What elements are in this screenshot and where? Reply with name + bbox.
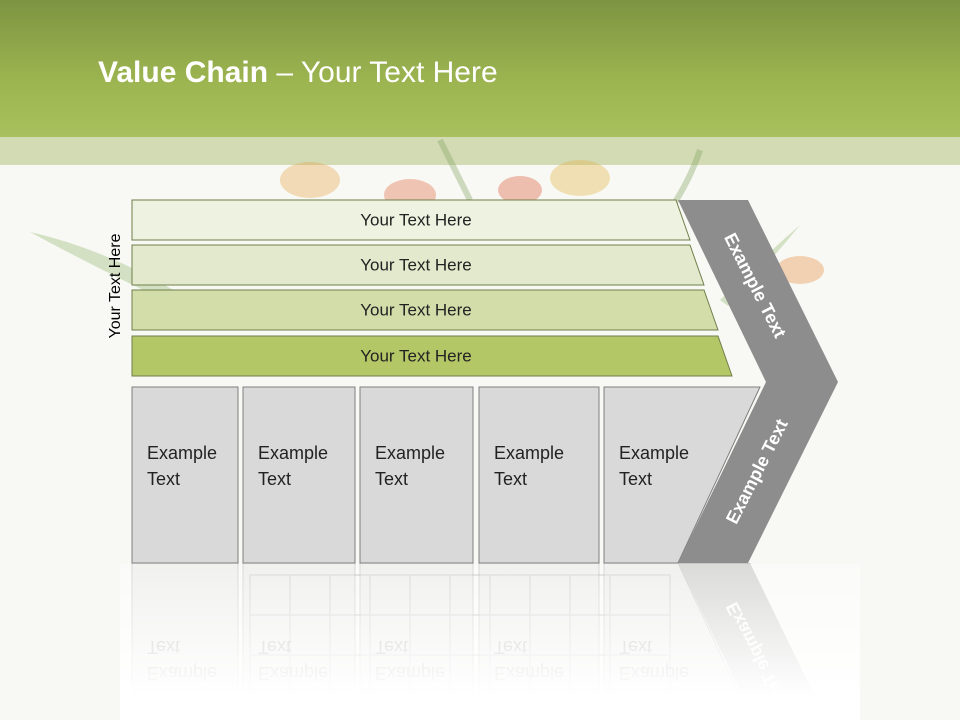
primary-box-line1: Example	[619, 443, 689, 463]
primary-box-line2: Text	[375, 469, 408, 489]
primary-box-line1: Example	[494, 443, 564, 463]
primary-box-line1: Example	[258, 443, 328, 463]
reflection-fade	[120, 564, 860, 720]
slide-title: Value Chain – Your Text Here	[98, 56, 498, 90]
primary-box-line1: Example	[375, 443, 445, 463]
primary-box-4	[478, 386, 600, 564]
primary-box-line2: Text	[619, 469, 652, 489]
support-row-4	[131, 335, 733, 377]
support-row-label: Your Text Here	[360, 210, 472, 229]
primary-box-3	[359, 386, 474, 564]
primary-box-line1: Example	[147, 443, 217, 463]
header-band	[0, 137, 960, 165]
slide-header	[0, 0, 960, 137]
title-bold: Value Chain	[98, 56, 269, 89]
primary-box-1	[131, 386, 239, 564]
support-row-label: Your Text Here	[360, 300, 472, 319]
margin-arrow	[678, 200, 838, 563]
support-row-1	[131, 199, 691, 241]
support-row-3	[131, 289, 719, 331]
support-row-2	[131, 244, 705, 286]
primary-box-line2: Text	[258, 469, 291, 489]
primary-box-line2: Text	[147, 469, 180, 489]
support-row-label: Your Text Here	[360, 255, 472, 274]
primary-box-line2: Text	[494, 469, 527, 489]
title-rest: – Your Text Here	[268, 56, 498, 89]
support-row-label: Your Text Here	[360, 346, 472, 365]
primary-box-2	[242, 386, 356, 564]
